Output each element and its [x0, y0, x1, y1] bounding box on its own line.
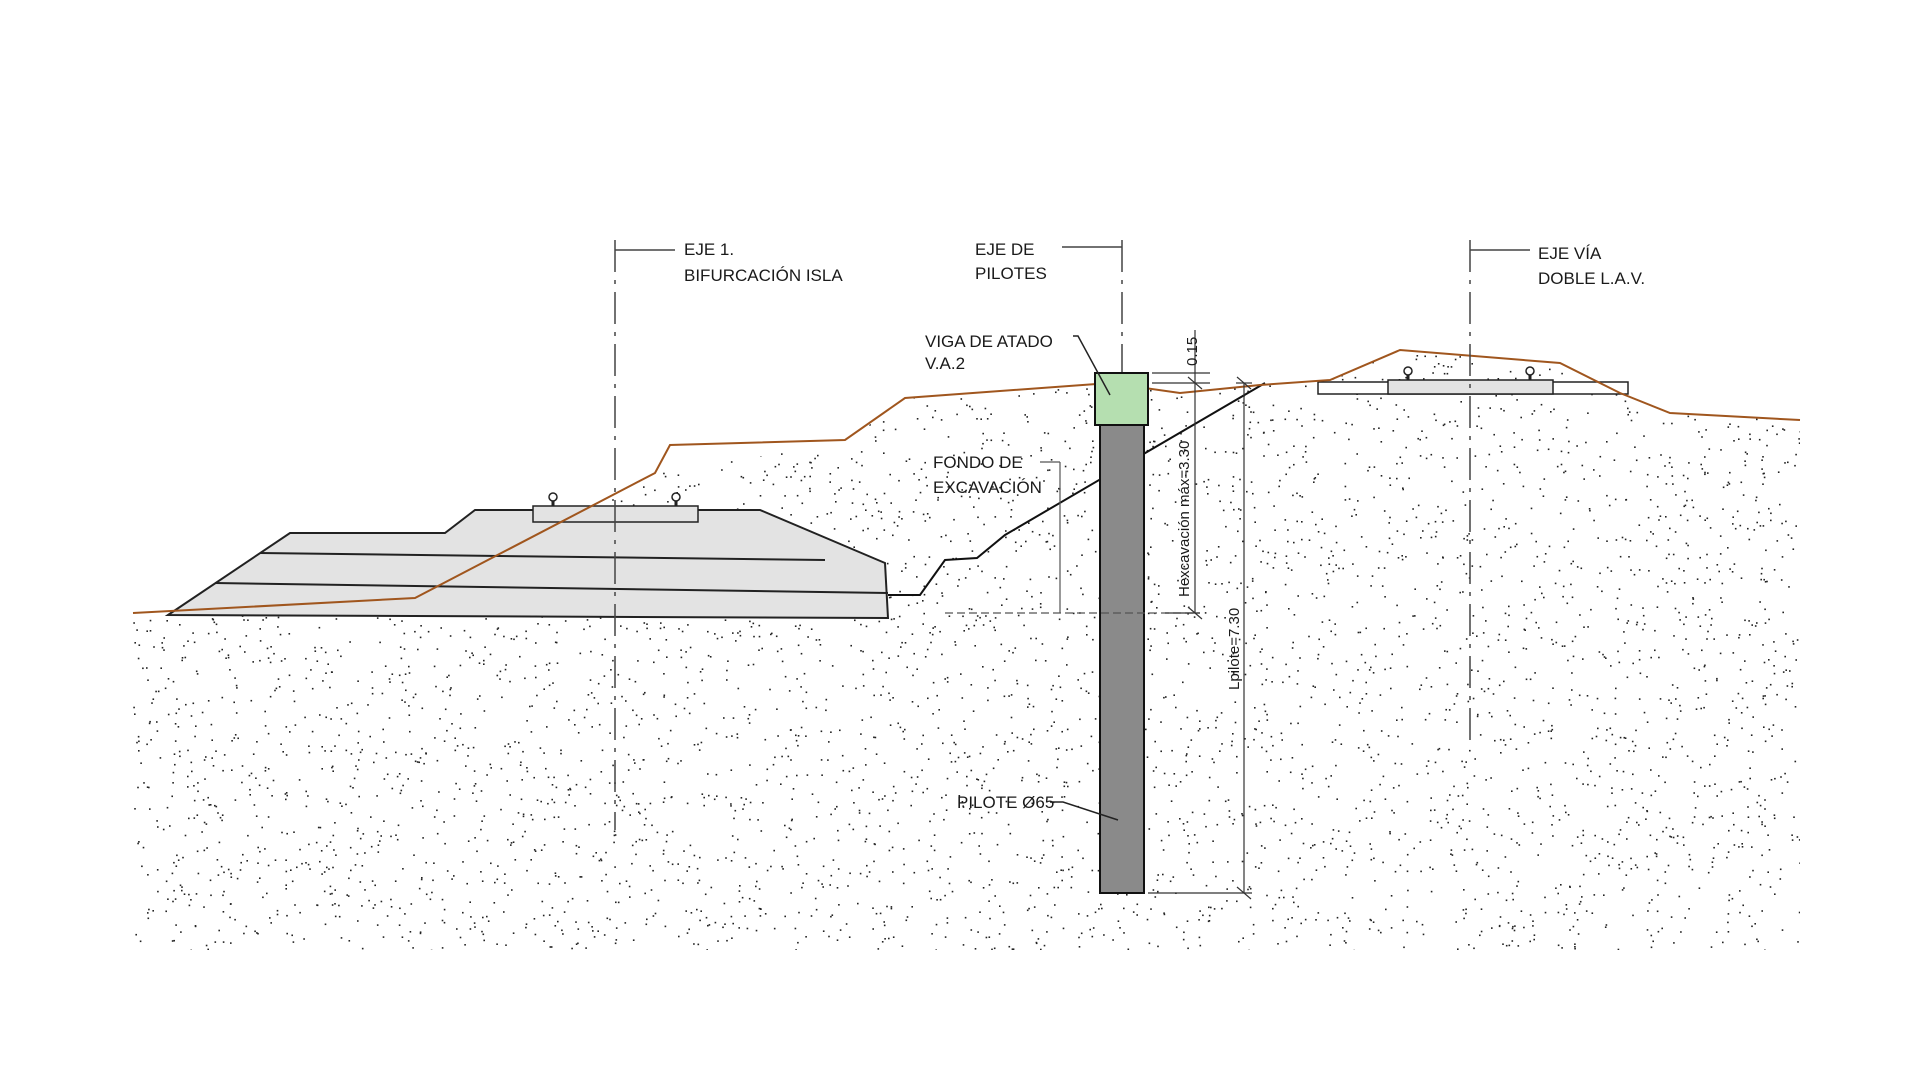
excavation-bottom-line — [945, 461, 1200, 614]
viga-label-line2: V.A.2 — [925, 354, 965, 373]
axis-label-lav-line2: DOBLE L.A.V. — [1538, 269, 1645, 288]
fondo-label-line1: FONDO DE — [933, 453, 1023, 472]
axis-label-isla-line1: EJE 1. — [684, 240, 734, 259]
axis-lines — [614, 240, 1530, 830]
rail-icon — [671, 492, 681, 506]
tie-beam — [1094, 372, 1149, 426]
axis-label-pilotes-line1: EJE DE — [975, 240, 1035, 259]
rail-icon — [1403, 366, 1413, 380]
viga-label-line1: VIGA DE ATADO — [925, 332, 1053, 351]
pile — [1099, 424, 1145, 894]
axis-label-pilotes-line2: PILOTES — [975, 264, 1047, 283]
rail-icon — [548, 492, 558, 506]
rail-icon — [1525, 366, 1535, 380]
axis-label-isla-line2: BIFURCACIÓN ISLA — [684, 266, 843, 285]
pilote-label: PILOTE Ø65 — [957, 793, 1054, 812]
fondo-label-line2: EXCAVACIÓN — [933, 478, 1042, 497]
excavation-profile — [888, 382, 1266, 596]
dimension-lines — [1148, 330, 1252, 900]
dim-h-excavacion: Hexcavación máx=3.30 — [1176, 441, 1193, 597]
soil-mass — [133, 350, 1800, 950]
dim-top-offset: 0.15 — [1184, 337, 1201, 366]
leader-lines — [1050, 335, 1119, 821]
dim-l-pilote: Lpilote=7.30 — [1226, 608, 1243, 690]
terrain-line — [132, 348, 1801, 614]
axis-label-lav-line1: EJE VÍA — [1538, 244, 1602, 263]
